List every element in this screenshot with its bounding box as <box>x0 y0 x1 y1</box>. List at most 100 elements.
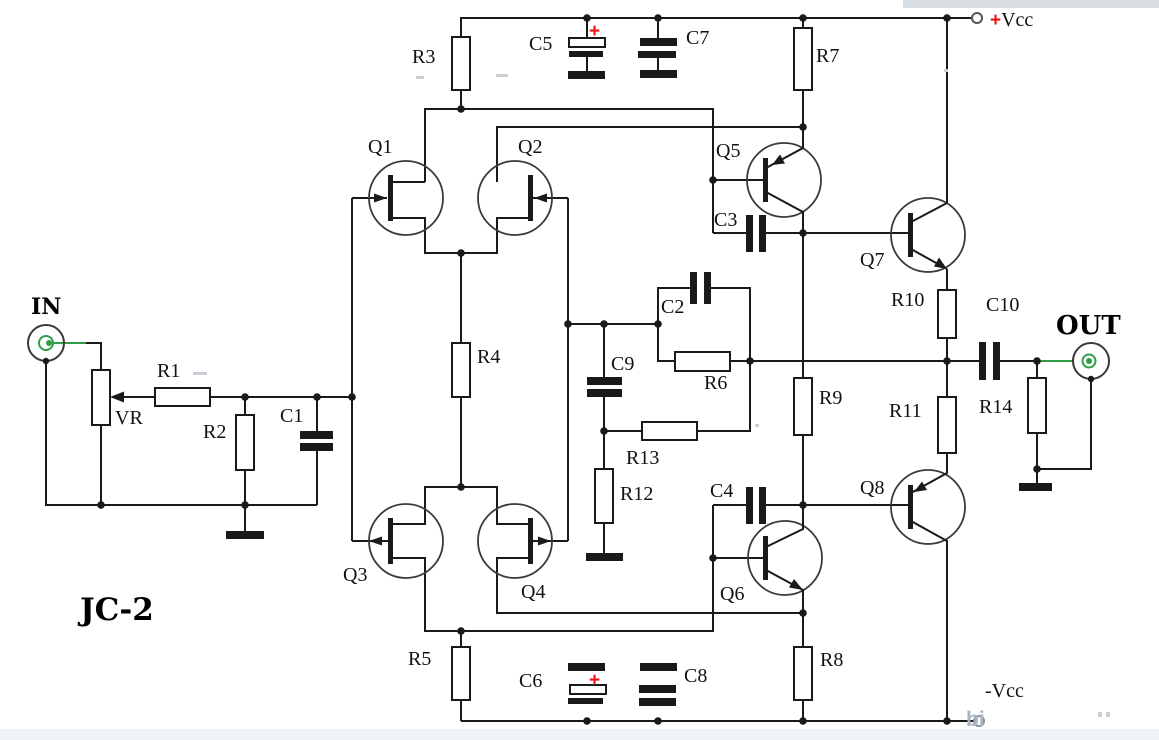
capacitor-c5 <box>568 37 606 79</box>
resistor-r3 <box>451 36 471 91</box>
r4-label: R4 <box>477 346 500 368</box>
q3-gate-arrow-icon <box>369 536 382 546</box>
resistor-r4 <box>451 342 471 398</box>
artifact-mark <box>1106 712 1110 717</box>
r8-label: R8 <box>820 649 843 671</box>
resistor-r1 <box>154 387 211 407</box>
c5-polarity-mark: + <box>589 21 600 42</box>
wires-top-section <box>424 17 972 233</box>
artifact-mark <box>944 69 948 72</box>
artifact-mark <box>193 372 207 375</box>
artifact-mark <box>496 74 508 77</box>
scan-strip-bottom <box>0 729 1159 740</box>
resistor-r7 <box>793 27 813 91</box>
scan-strip-top <box>903 0 1159 8</box>
input-connector <box>27 324 65 365</box>
r2-label: R2 <box>203 421 226 443</box>
q4-gate-arrow-icon <box>538 536 551 546</box>
r14-label: R14 <box>979 396 1012 418</box>
capacitor-c1 <box>300 431 333 451</box>
artifact-mark <box>416 76 424 79</box>
c4-label: C4 <box>710 480 733 502</box>
transistor-q4 <box>477 503 553 579</box>
transistor-q1 <box>368 160 444 236</box>
resistor-r12 <box>594 468 614 524</box>
q6-label: Q6 <box>720 583 744 605</box>
vcc-plus-sign: + <box>990 10 1001 31</box>
vcc-positive-terminal <box>971 12 983 24</box>
c6-label: C6 <box>519 670 542 692</box>
transistor-q7 <box>890 197 966 273</box>
c6-polarity-mark: + <box>589 670 600 691</box>
resistor-r8 <box>793 646 813 701</box>
r5-label: R5 <box>408 648 431 670</box>
q1-label: Q1 <box>368 136 392 158</box>
r9-label: R9 <box>819 387 842 409</box>
q5-label: Q5 <box>716 140 740 162</box>
resistor-r13 <box>641 421 698 441</box>
artifact-mark <box>755 424 759 427</box>
q7-label: Q7 <box>860 249 884 271</box>
capacitor-c4 <box>746 487 766 524</box>
q7-emitter-arrow-icon <box>934 257 947 269</box>
resistor-r6 <box>674 351 731 372</box>
r1-label: R1 <box>157 360 180 382</box>
r10-label: R10 <box>891 289 924 311</box>
resistor-r11 <box>937 396 957 454</box>
transistor-q8 <box>890 453 966 721</box>
vcc-positive-label: +Vcc <box>990 9 1033 31</box>
capacitor-c6 <box>568 663 607 704</box>
capacitor-c7 <box>638 38 677 78</box>
input-label: IN <box>31 294 61 320</box>
vr-label: VR <box>115 407 143 429</box>
r11-label: R11 <box>889 400 922 422</box>
vcc-negative-terminal <box>973 715 985 727</box>
watermark-text: bi <box>966 708 985 731</box>
r13-label: R13 <box>626 447 659 469</box>
capacitor-c9 <box>587 377 622 397</box>
q3-label: Q3 <box>343 564 367 586</box>
model-label: JC-2 <box>77 592 154 628</box>
c3-label: C3 <box>714 209 737 231</box>
resistor-r10 <box>937 289 957 339</box>
vcc-negative-label: -Vcc <box>985 680 1024 702</box>
q1-gate-arrow-icon <box>374 193 387 203</box>
resistor-r5 <box>451 646 471 701</box>
vcc-positive-name: Vcc <box>1001 9 1033 31</box>
c5-label: C5 <box>529 33 552 55</box>
c9-label: C9 <box>611 353 634 375</box>
q2-label: Q2 <box>518 136 542 158</box>
transistor-q6 <box>747 505 823 613</box>
c2-label: C2 <box>661 296 684 318</box>
ground-icon <box>1019 483 1052 491</box>
transistor-q5 <box>746 127 822 233</box>
wires-jfet-section <box>351 181 803 721</box>
wires-output-section <box>461 179 1092 722</box>
junction-dots <box>97 14 1041 725</box>
vr-wiper-arrow-icon <box>110 391 124 403</box>
ground-icon <box>586 553 623 561</box>
output-label: OUT <box>1056 311 1121 341</box>
q8-label: Q8 <box>860 477 884 499</box>
q2-gate-arrow-icon <box>534 193 547 203</box>
q6-emitter-arrow-icon <box>789 579 803 590</box>
c10-label: C10 <box>986 294 1019 316</box>
transistor-q2 <box>477 160 553 236</box>
r12-label: R12 <box>620 483 653 505</box>
capacitor-c3 <box>746 215 766 252</box>
capacitor-c2 <box>690 272 711 304</box>
potentiometer-vr <box>91 369 111 426</box>
c1-label: C1 <box>280 405 303 427</box>
ground-icon <box>226 531 264 539</box>
capacitor-c8 <box>639 663 677 706</box>
c8-label: C8 <box>684 665 707 687</box>
q5-emitter-arrow-icon <box>772 154 785 165</box>
c7-label: C7 <box>686 27 709 49</box>
transistor-q3 <box>368 503 444 579</box>
q8-emitter-arrow-icon <box>914 481 927 492</box>
r7-label: R7 <box>816 45 839 67</box>
q4-label: Q4 <box>521 581 545 603</box>
capacitor-c10 <box>979 342 1000 380</box>
